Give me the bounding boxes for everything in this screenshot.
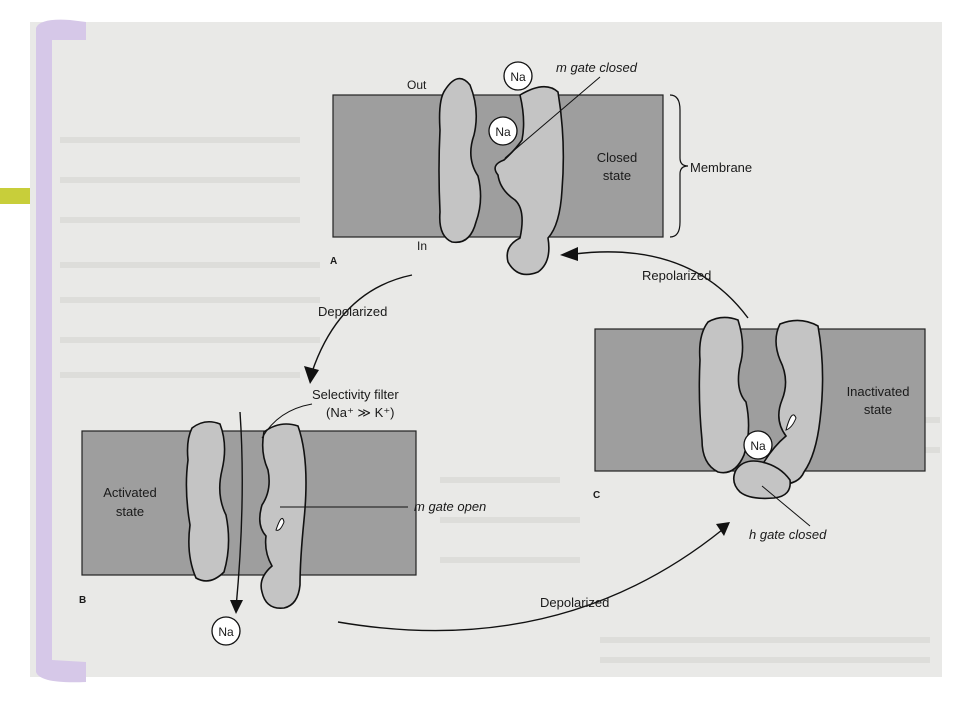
membrane-b [81, 430, 417, 576]
na-ion-top-a: Na [503, 61, 533, 91]
m-gate-closed-label: m gate closed [556, 60, 638, 75]
state-c-inactivated: Na h gate closed Inactivated state C [593, 316, 926, 542]
depolarized-label-a-to-b: Depolarized [318, 304, 387, 319]
activated-state-line2: state [116, 504, 144, 519]
channel-right-subunit-a [494, 85, 565, 276]
frame-accent [36, 19, 86, 683]
channel-left-subunit-c [698, 316, 750, 474]
channel-left-subunit-b [185, 420, 230, 582]
panel-letter-a: A [330, 256, 337, 267]
membrane-label: Membrane [690, 160, 752, 175]
in-label: In [417, 239, 427, 253]
m-gate-open-label: m gate open [414, 499, 486, 514]
ion-flow-arrowhead [230, 600, 243, 614]
h-gate-ball [732, 460, 791, 500]
closed-state-line2: state [603, 168, 631, 183]
inactivated-state-line2: state [864, 402, 892, 417]
arrowhead-c-to-a [560, 247, 578, 261]
h-gate-pointer [761, 485, 811, 527]
arrowhead-a-to-b [304, 366, 319, 384]
inactivated-state-line1: Inactivated [847, 384, 910, 399]
svg-text:Na: Na [495, 125, 511, 139]
channel-right-subunit-b [258, 423, 307, 609]
closed-state-line1: Closed [597, 150, 637, 165]
h-gate-closed-label: h gate closed [749, 527, 827, 542]
scan-texture [60, 137, 940, 663]
selectivity-filter-line1: Selectivity filter [312, 387, 399, 402]
arrow-c-to-a [573, 251, 749, 319]
membrane-bracket [669, 94, 689, 238]
na-ion-c: Na [743, 430, 773, 460]
selectivity-filter-pointer [261, 403, 313, 439]
state-a-closed: Na Na m gate closed Out In A Closed stat… [330, 60, 752, 276]
arrowhead-b-to-c [716, 522, 730, 536]
panel-letter-c: C [593, 490, 600, 501]
transitions: Depolarized Depolarized Repolarized [304, 247, 749, 632]
na-ion-b: Na [211, 616, 241, 646]
svg-text:Na: Na [218, 625, 234, 639]
state-b-activated: Na Selectivity filter (Na⁺ ≫ K⁺) m gate … [79, 387, 486, 646]
na-ion-mid-a: Na [488, 116, 518, 146]
arrow-a-to-b [311, 274, 413, 373]
panel-letter-b: B [79, 595, 86, 606]
channel-left-subunit-a [438, 77, 482, 244]
gate-slit-c [785, 414, 797, 431]
ion-flow-arrow [235, 411, 243, 609]
selectivity-filter-line2: (Na⁺ ≫ K⁺) [326, 405, 395, 420]
gate-slit-b [275, 517, 285, 531]
repolarized-label: Repolarized [642, 268, 711, 283]
out-label: Out [407, 78, 427, 92]
activated-state-line1: Activated [103, 485, 156, 500]
svg-text:Na: Na [750, 439, 766, 453]
arrow-b-to-c [337, 529, 723, 632]
m-gate-pointer-a [504, 76, 601, 159]
svg-text:Na: Na [510, 70, 526, 84]
bullet-accent [0, 188, 30, 204]
depolarized-label-b-to-c: Depolarized [540, 595, 609, 610]
